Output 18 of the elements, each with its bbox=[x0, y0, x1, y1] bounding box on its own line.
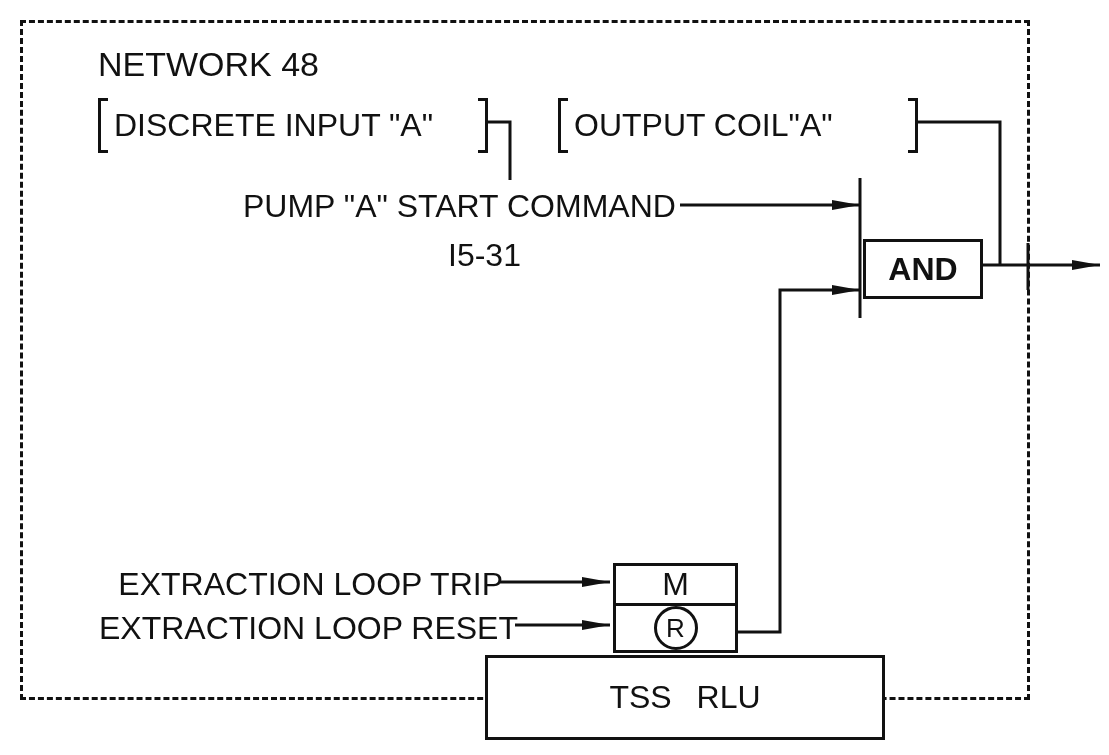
arrow bbox=[680, 200, 860, 210]
tag-number: I5-31 bbox=[448, 238, 521, 274]
network-title: NETWORK 48 bbox=[98, 45, 320, 84]
input-label: EXTRACTION LOOP TRIP bbox=[118, 567, 503, 603]
signal-name: DISCRETE INPUT "A" bbox=[114, 107, 434, 144]
leader-line bbox=[485, 120, 512, 180]
arrow bbox=[515, 620, 610, 630]
arrow bbox=[500, 577, 610, 587]
and-gate: AND bbox=[863, 239, 983, 299]
input-label: EXTRACTION LOOP RESET bbox=[98, 611, 518, 647]
unit-label: TSS RLU bbox=[609, 679, 761, 716]
unit-box bbox=[485, 655, 885, 740]
input-label: PUMP "A" START COMMAND bbox=[243, 189, 676, 225]
reset-label: R bbox=[653, 606, 698, 650]
memory-label: M bbox=[662, 566, 689, 603]
leader-line bbox=[915, 120, 1002, 265]
memory-block bbox=[613, 563, 738, 653]
signal-name: OUTPUT COIL"A" bbox=[574, 107, 833, 144]
